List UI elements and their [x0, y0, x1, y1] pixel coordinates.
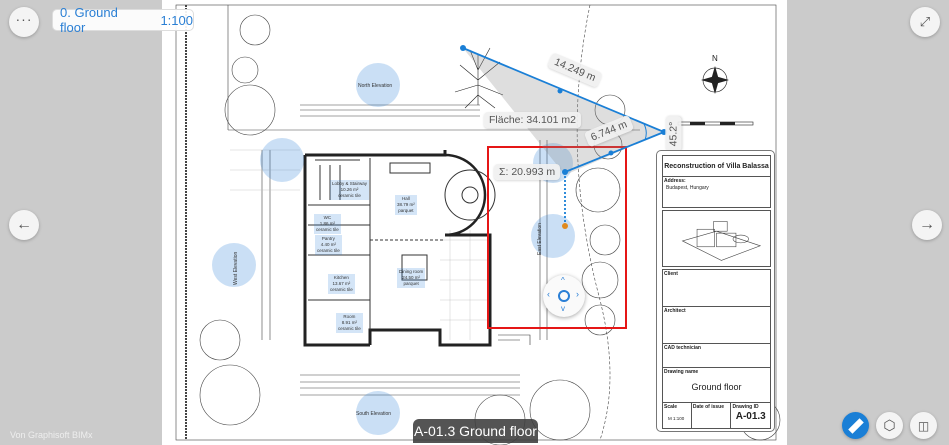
arrow-right-icon: →	[919, 216, 935, 233]
fullscreen-button[interactable]: ⤢	[910, 7, 940, 37]
pan-left-icon[interactable]: ‹	[547, 289, 550, 299]
room-area: 8.91 m²	[341, 319, 358, 325]
address-label: Address:	[664, 178, 686, 184]
room-name: Kitchen	[333, 275, 349, 280]
date-label: Date of issue	[692, 404, 724, 410]
address-value: Budapest, Hungary	[666, 185, 709, 191]
area-label[interactable]: Fläche: 34.101 m2	[484, 112, 581, 128]
floor-selector[interactable]: 0. Ground floor 1:100	[52, 5, 194, 35]
drawing-id-label: Drawing ID	[732, 404, 759, 410]
more-menu-button[interactable]: ···	[9, 7, 39, 37]
room-name: WC	[323, 215, 332, 220]
west-elevation-label[interactable]: West Elevation	[233, 252, 239, 285]
watermark: Von Graphisoft BIMx	[10, 430, 93, 440]
sheet-label: A-01.3 Ground floor	[413, 419, 538, 443]
room-area: 10.26 m²	[340, 186, 359, 192]
expand-icon: ⤢	[919, 14, 931, 29]
floor-plan-drawing: N North Elevation South Elevation East E…	[175, 4, 781, 445]
pan-up-icon[interactable]: ^	[561, 276, 565, 285]
room-area: 13.67 m²	[332, 280, 351, 286]
room-name: Pantry	[321, 236, 335, 241]
room-floor: parquet	[403, 280, 419, 286]
search-window-icon: ◫	[917, 418, 930, 433]
3d-view-button[interactable]: ⬡	[876, 412, 903, 439]
drawing-name: Ground floor	[691, 382, 742, 392]
room-floor: ceramic tile	[338, 192, 361, 198]
north-label: N	[712, 54, 718, 63]
room-floor: ceramic tile	[316, 226, 339, 232]
cad-label: CAD technician	[664, 345, 701, 351]
south-elevation-label[interactable]: South Elevation	[356, 411, 391, 417]
scale-bar	[677, 121, 754, 126]
drawing-id: A-01.3	[735, 411, 766, 422]
project-title: Reconstruction of Villa Balassa	[662, 155, 771, 177]
client-label: Client	[664, 271, 678, 277]
scale-value: M 1:100	[668, 416, 685, 421]
east-elevation-label[interactable]: East Elevation	[537, 223, 543, 255]
north-arrow	[701, 66, 729, 94]
title-block: Reconstruction of Villa Balassa Address:…	[656, 150, 775, 432]
pan-control[interactable]: ^ v ‹ ›	[543, 275, 585, 317]
room-floor: ceramic tile	[338, 325, 361, 331]
ruler-icon	[847, 417, 864, 434]
zoom-region-button[interactable]: ◫	[910, 412, 937, 439]
room-name: Room	[343, 314, 356, 319]
room-name: Hall	[402, 196, 410, 201]
building-thumbnail	[662, 210, 771, 267]
scale-label: Scale	[664, 404, 678, 410]
north-elevation-label[interactable]: North Elevation	[358, 83, 392, 89]
measure-button[interactable]	[842, 412, 869, 439]
floor-name: 0. Ground floor	[60, 5, 118, 35]
previous-sheet-button[interactable]: ←	[9, 210, 39, 240]
selection-rectangle	[487, 146, 627, 329]
floor-scale: 1:100	[160, 12, 193, 28]
room-floor: ceramic tile	[330, 286, 353, 292]
drawing-name-label: Drawing name	[664, 369, 699, 375]
room-area: 1.86 m²	[319, 220, 336, 226]
room-name: Lobby & Stairway	[332, 181, 368, 186]
room-area: 24.50 m²	[402, 274, 421, 280]
room-area: 4.40 m²	[320, 241, 337, 247]
pan-down-icon[interactable]: v	[561, 304, 565, 313]
room-floor: ceramic tile	[317, 247, 340, 253]
more-horizontal-icon: ···	[15, 11, 33, 27]
cube-icon: ⬡	[883, 417, 896, 433]
room-name: Dining room	[399, 269, 424, 274]
next-sheet-button[interactable]: →	[912, 210, 942, 240]
room-area: 38.79 m²	[397, 201, 415, 207]
pan-right-icon[interactable]: ›	[576, 289, 579, 299]
architect-label: Architect	[664, 308, 686, 314]
room-floor: parquet	[398, 207, 414, 213]
arrow-left-icon: ←	[16, 216, 32, 233]
pan-center-icon[interactable]	[558, 290, 570, 302]
angle-label[interactable]: 45.2°	[665, 116, 682, 152]
sum-label[interactable]: Σ: 20.993 m	[494, 164, 561, 180]
